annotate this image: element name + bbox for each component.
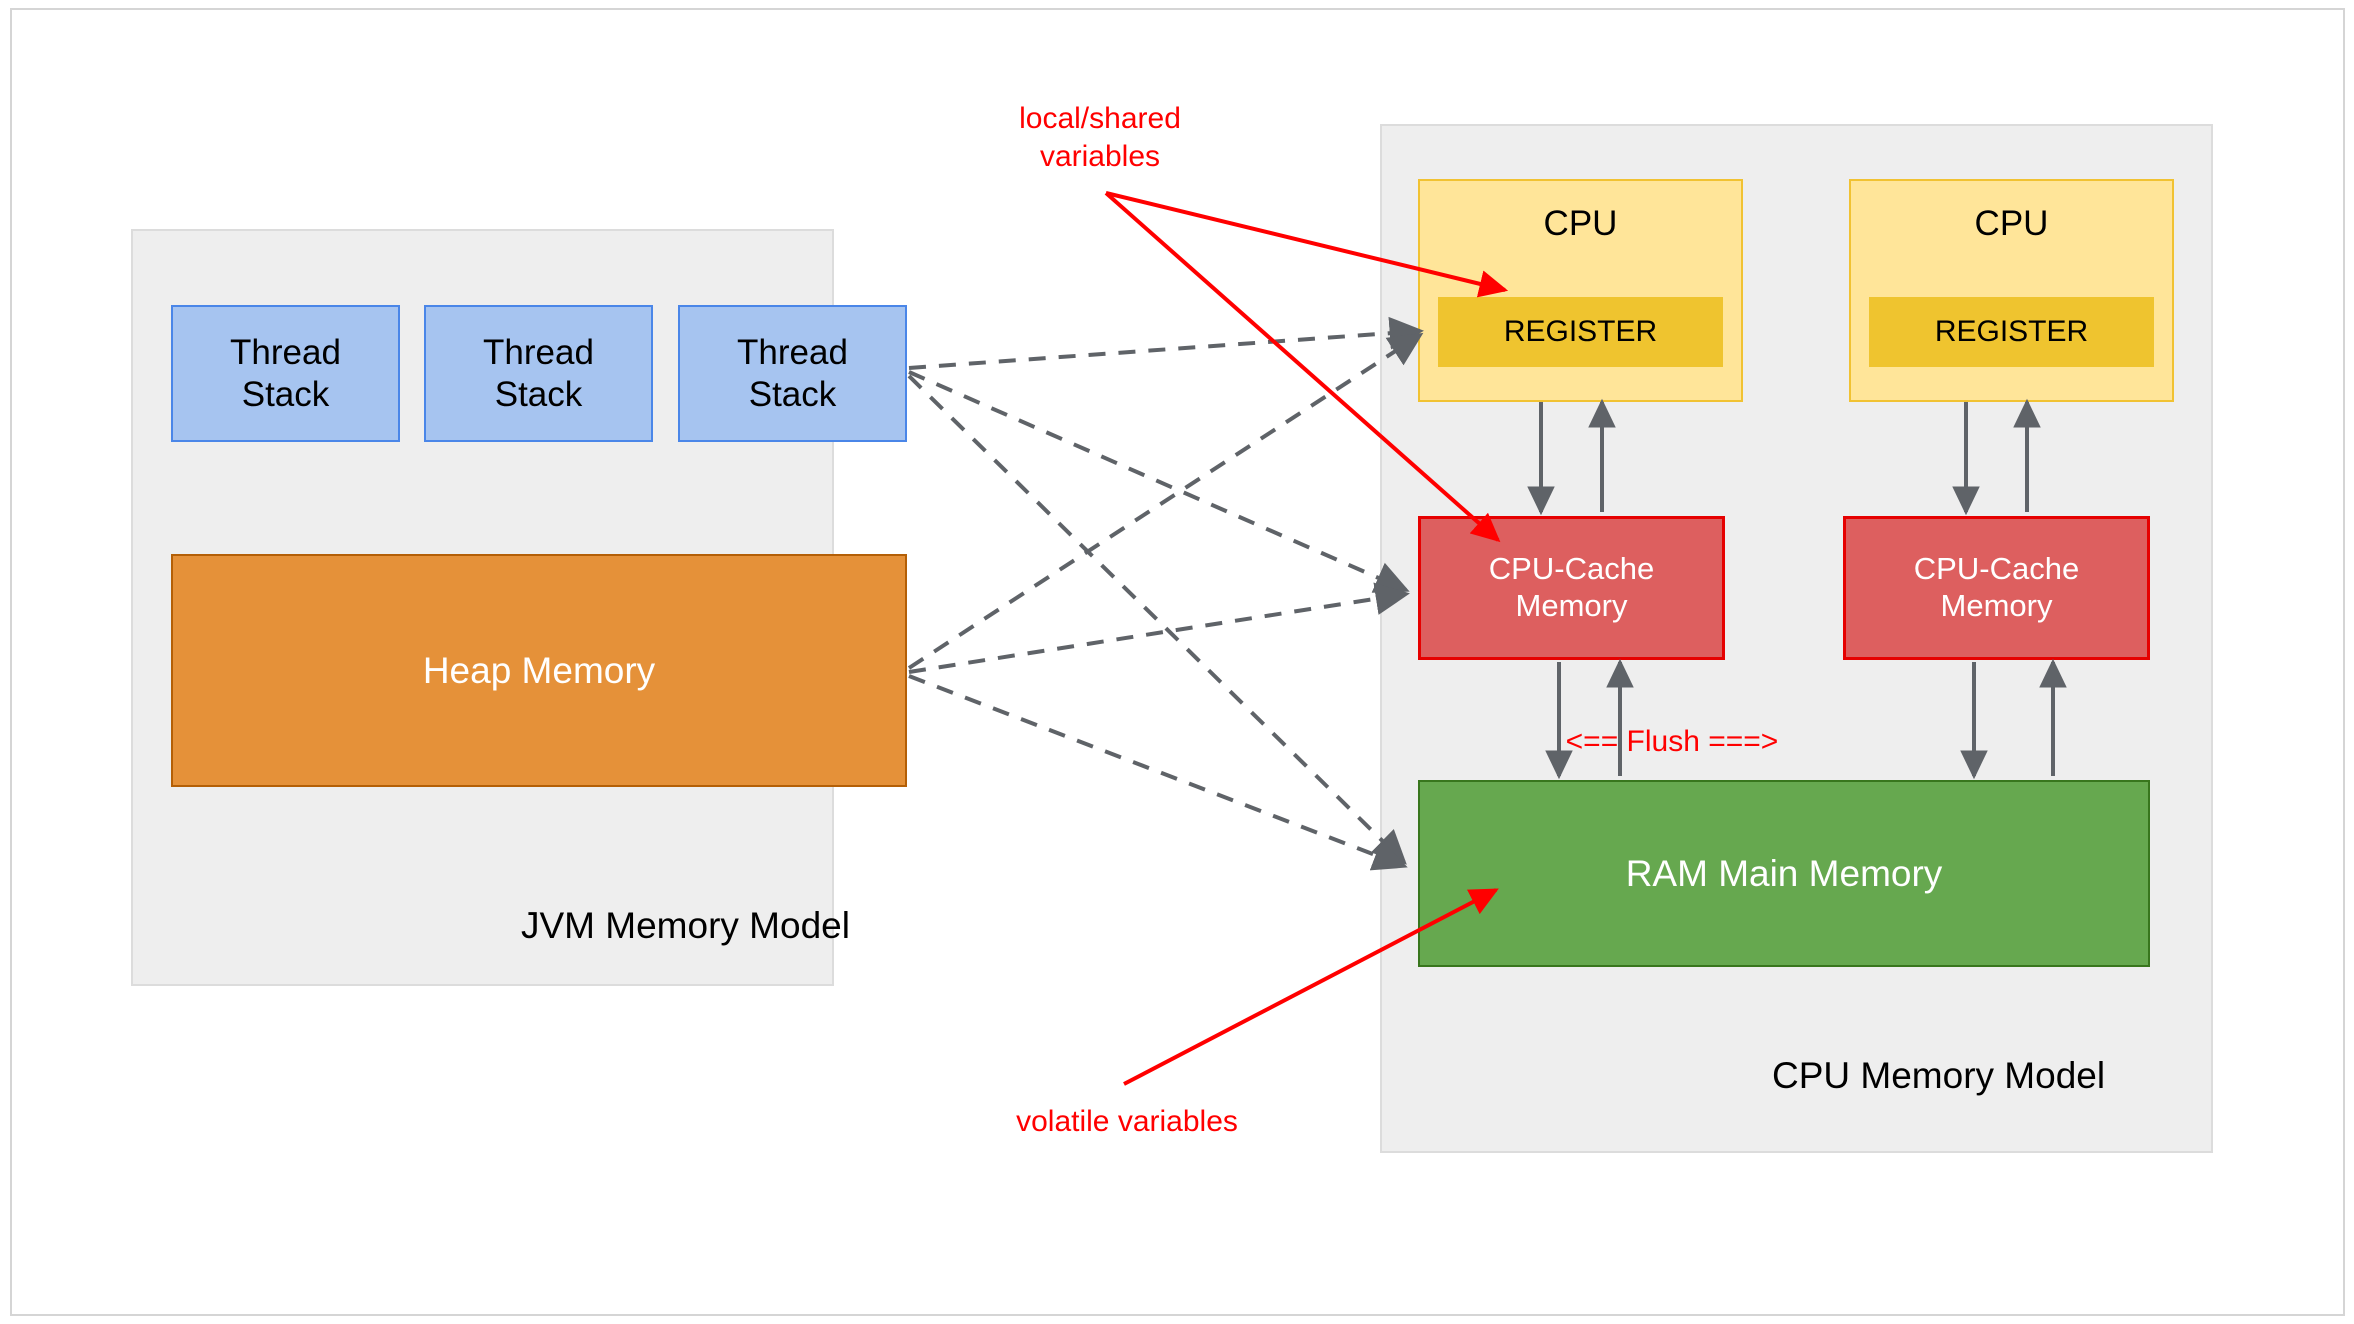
flush-annotation: <== Flush ===> [1565, 725, 1779, 758]
register-label-1: REGISTER [1503, 315, 1658, 349]
connector-heap-to-cache [908, 582, 1410, 674]
heap-memory-box[interactable]: Heap Memory [171, 554, 907, 787]
register-label-2: REGISTER [1934, 315, 2089, 349]
ram-main-memory-box[interactable]: RAM Main Memory [1418, 780, 2150, 967]
volatile-variables-annotation: volatile variables [1016, 1105, 1238, 1138]
cpu-label-2: CPU [1974, 204, 2049, 243]
cpu-box-1[interactable]: CPU [1418, 179, 1743, 402]
heap-memory-label: Heap Memory [422, 649, 656, 691]
connector-heap-to-register [907, 332, 1424, 670]
cpu-box-2[interactable]: CPU [1849, 179, 2174, 402]
cpu-label-1: CPU [1543, 204, 1618, 243]
jvm-memory-model-label: JVM Memory Model [521, 905, 850, 946]
register-box-2[interactable]: REGISTER [1869, 297, 2154, 367]
ram-main-memory-label: RAM Main Memory [1625, 852, 1943, 894]
connector-threadstack-to-ram [907, 374, 1407, 865]
cpu-memory-model-label: CPU Memory Model [1772, 1055, 2106, 1096]
connector-heap-to-ram [908, 674, 1408, 871]
connector-threadstack-to-register [908, 316, 1424, 370]
register-box-1[interactable]: REGISTER [1438, 297, 1723, 367]
connector-threadstack-to-cache [908, 370, 1410, 593]
